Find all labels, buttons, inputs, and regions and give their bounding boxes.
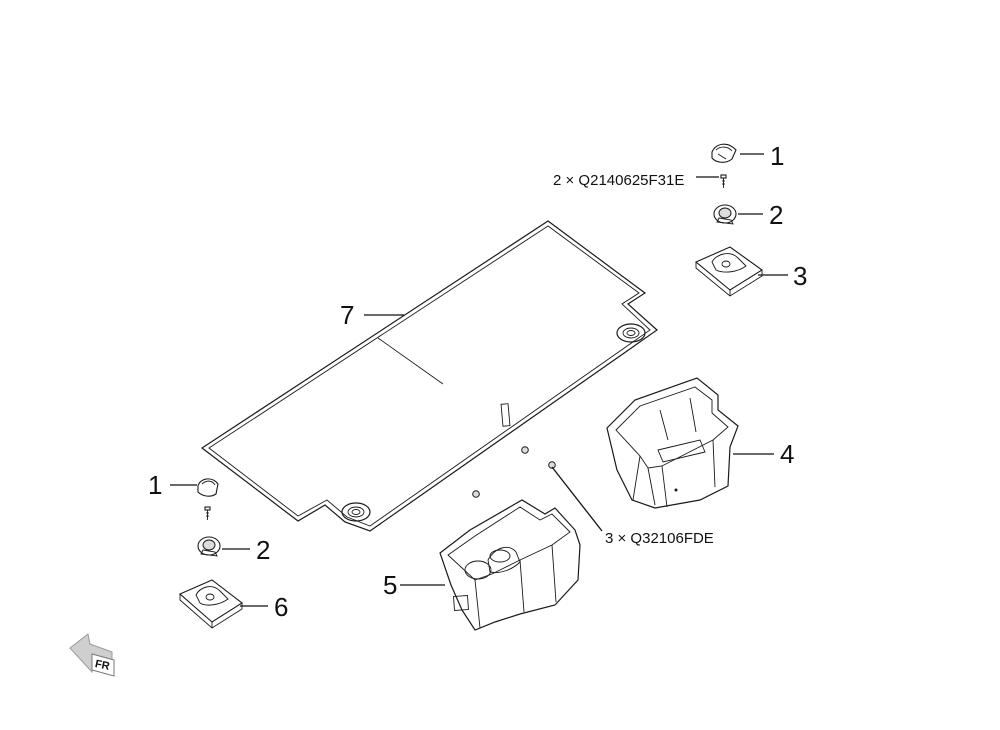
bolt-left [204,506,211,520]
storage-tray-small [439,499,581,631]
clip-cap-top [711,143,737,163]
nut-set [472,446,556,498]
clip-cap-left [197,478,219,497]
callout-6: 6 [274,592,288,622]
panel-ring-left [341,502,371,522]
panel-ring-right [616,323,646,343]
callout-4: 4 [780,439,794,469]
callout-1-top: 1 [770,141,784,171]
front-direction-label: FR [94,658,111,673]
mounting-pad-left [178,579,243,629]
mounting-pad-top [694,246,763,297]
callout-2-top: 2 [769,200,783,230]
bolt-top [720,174,727,188]
bolt-part-number: 2 × Q2140625F31E [553,172,684,189]
storage-tray-large [606,377,739,509]
front-direction-arrow-icon: FR [69,633,115,677]
callout-2-left: 2 [256,535,270,565]
callout-5: 5 [383,570,397,600]
floor-board-panel [200,220,658,532]
callout-7: 7 [340,300,354,330]
grommet-top [713,204,737,225]
grommet-left [197,536,221,557]
nut-part-number: 3 × Q32106FDE [605,530,714,547]
callout-3: 3 [793,261,807,291]
callout-1-left: 1 [148,470,162,500]
